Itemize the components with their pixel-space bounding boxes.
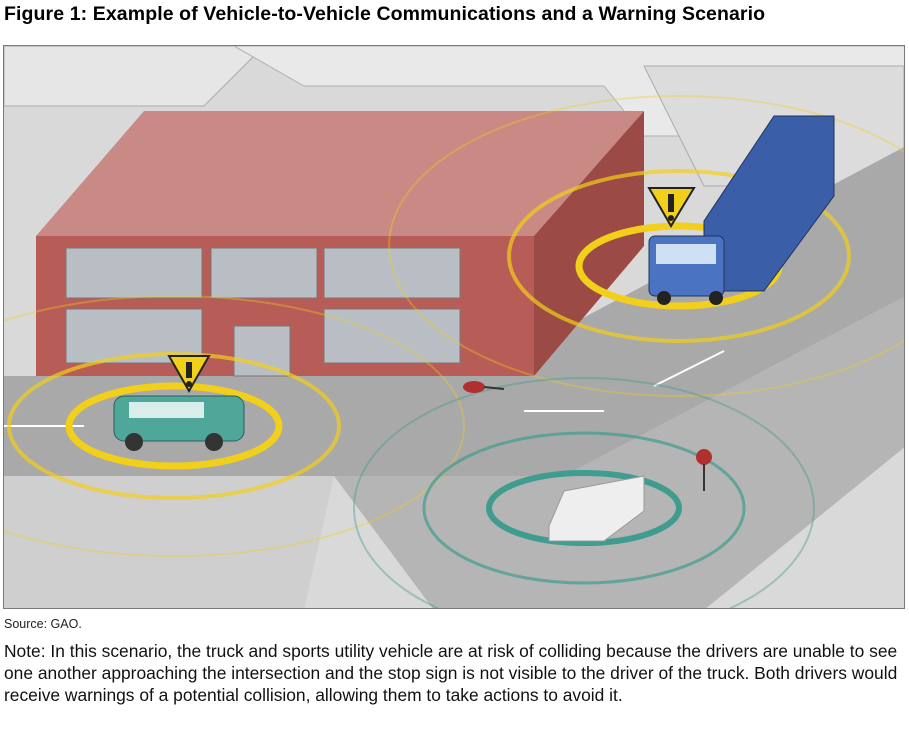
truck [648,115,835,305]
v2v-illustration [3,45,905,609]
warning-icon [167,355,211,394]
figure-source: Source: GAO. [4,617,82,631]
figure-title: Figure 1: Example of Vehicle-to-Vehicle … [4,3,766,25]
stop-sign [463,381,505,393]
building-roof [36,111,644,236]
car [548,475,645,542]
background-building [4,46,265,107]
stop-sign [696,449,712,491]
road [334,297,904,608]
figure-note: Note: In this scenario, the truck and sp… [4,641,898,705]
suv-signal-rings [4,295,465,557]
warning-icon [647,187,696,228]
car-signal-rings [353,377,815,608]
scene-svg [4,46,904,608]
sports-utility-vehicle [113,395,245,451]
sidewalk [4,476,334,608]
